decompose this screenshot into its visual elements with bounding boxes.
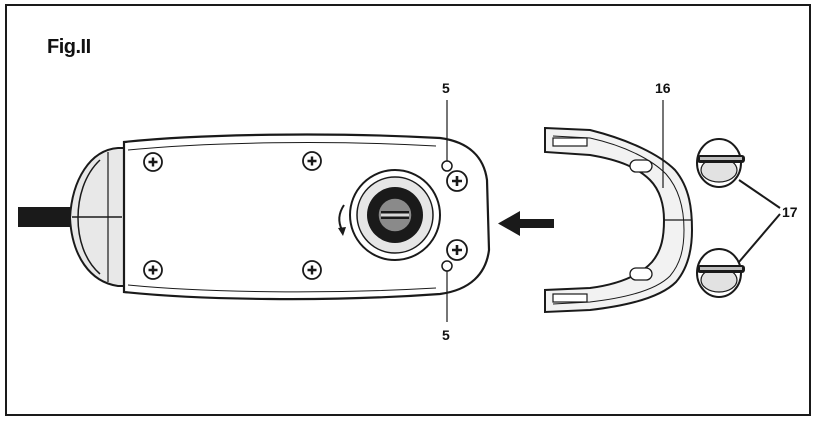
rotation-direction-arrow-icon xyxy=(338,204,346,236)
screw-front-top xyxy=(446,170,468,192)
mounting-hole-top xyxy=(441,160,453,172)
mounting-hole-bottom xyxy=(441,260,453,272)
locking-knob-bottom xyxy=(696,248,745,298)
callout-17: 17 xyxy=(782,204,798,220)
power-cord xyxy=(18,207,80,227)
figure-frame xyxy=(5,4,811,416)
callout-5-top: 5 xyxy=(442,80,450,96)
tool-rear-cap xyxy=(68,147,125,287)
screw-bottom-right xyxy=(302,260,322,280)
locking-knob-top xyxy=(696,138,745,188)
screw-front-bottom xyxy=(446,239,468,261)
screw-bottom-left xyxy=(143,260,163,280)
spindle-collet xyxy=(349,169,441,261)
leader-line-17-top xyxy=(738,179,781,209)
screw-top-left xyxy=(143,152,163,172)
body-screws xyxy=(143,151,468,280)
callout-16: 16 xyxy=(655,80,671,96)
assembly-direction-arrow-icon xyxy=(498,211,554,236)
leader-line-17-bottom xyxy=(738,213,781,263)
guide-bracket xyxy=(544,126,694,314)
callout-5-bottom: 5 xyxy=(442,327,450,343)
figure-title: Fig.II xyxy=(47,36,91,58)
screw-top-right xyxy=(302,151,322,171)
